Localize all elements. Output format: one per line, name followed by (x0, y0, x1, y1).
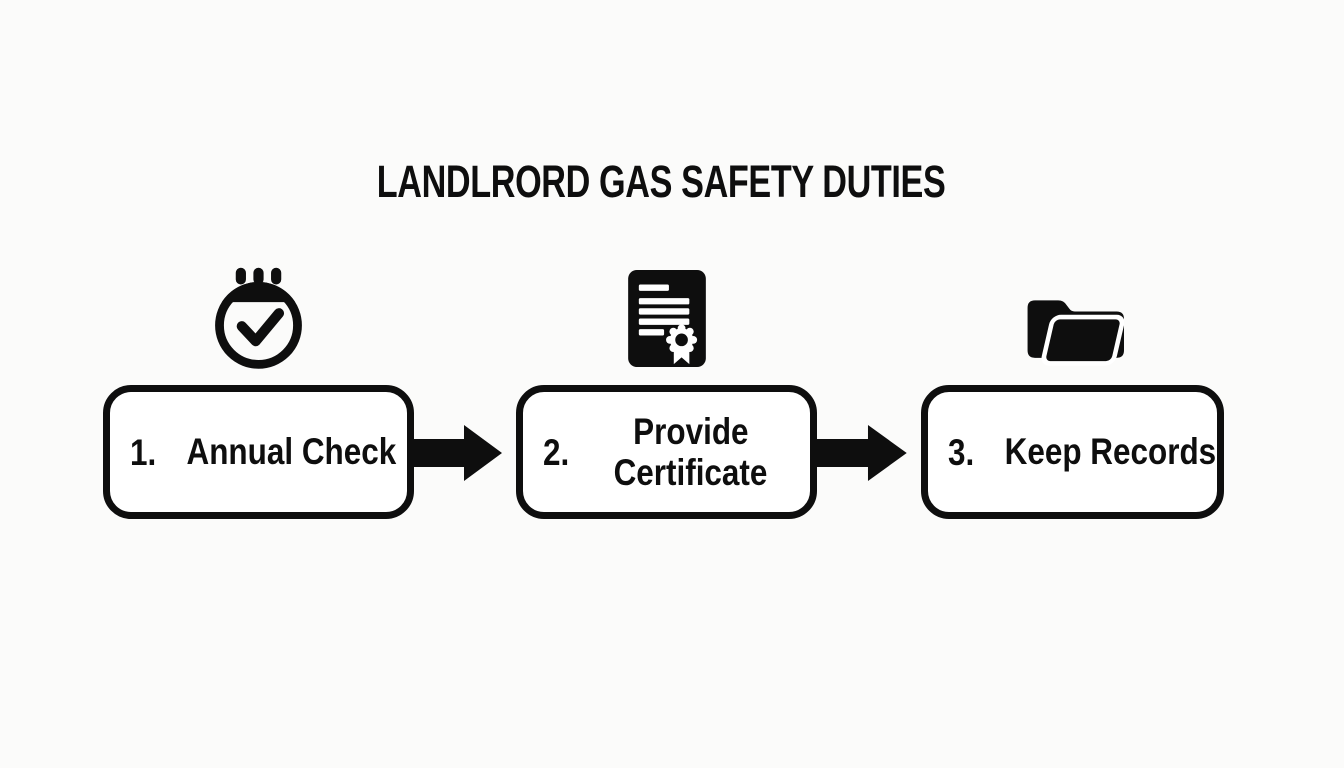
arrow-right-icon (414, 423, 516, 483)
step-provide-certificate: 2. Provide Certificate (516, 260, 817, 519)
step-number: 1. (130, 431, 157, 473)
step-label: Provide Certificate (613, 410, 768, 493)
step-3-icon-slot (1022, 260, 1124, 385)
folder-open-icon (1027, 300, 1124, 366)
step-label: Keep Records (1004, 431, 1217, 473)
step-1-icon-slot (212, 260, 305, 385)
calendar-check-icon (215, 267, 302, 369)
step-label: Annual Check (186, 431, 397, 473)
step-number: 3. (948, 431, 975, 473)
page-title-text: LANDLRORD GAS SAFETY DUTIES (376, 156, 946, 207)
step-2-icon-slot (626, 260, 708, 385)
step-number: 2. (543, 431, 570, 473)
step-keep-records: 3. Keep Records (921, 260, 1224, 519)
page-title: LANDLRORD GAS SAFETY DUTIES (0, 156, 1344, 208)
duty-box-keep-records: 3. Keep Records (921, 385, 1224, 519)
step-annual-check: 1. Annual Check (103, 260, 414, 519)
arrow-right-icon (817, 423, 921, 483)
certificate-icon (627, 269, 706, 368)
duty-box-annual-check: 1. Annual Check (103, 385, 414, 519)
duty-box-provide-certificate: 2. Provide Certificate (516, 385, 817, 519)
